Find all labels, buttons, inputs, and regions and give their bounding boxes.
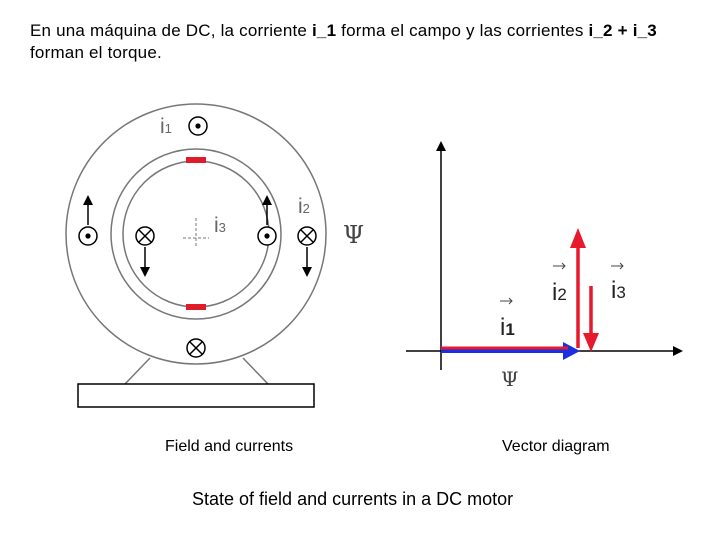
dot-conductor-icon	[78, 226, 98, 246]
vector-arrows	[441, 228, 599, 360]
motor-base	[77, 383, 315, 408]
cross-conductor-icon	[135, 226, 155, 246]
field-pole-top	[186, 157, 206, 163]
vector-label-psi: Ψ	[501, 367, 519, 391]
vector-label-i1: i1	[500, 297, 515, 341]
motor-label-i1: i1	[160, 115, 172, 138]
title-i23: i_2 + i_3	[588, 21, 657, 40]
dot-conductor-icon	[257, 226, 277, 246]
vector-label-i3: i3	[611, 262, 626, 304]
svg-text:i1: i1	[500, 314, 515, 341]
motor-label-psi: Ψ	[343, 221, 364, 249]
stand-leg-left	[124, 357, 151, 385]
svg-text:i3: i3	[611, 277, 626, 304]
dot-conductor-icon	[188, 116, 208, 136]
caption-field-currents: Field and currents	[165, 438, 294, 455]
stand-leg-right	[242, 357, 269, 385]
footer-caption: State of field and currents in a DC moto…	[192, 489, 514, 509]
cross-conductor-icon	[186, 338, 206, 358]
rotor-axis-marker	[183, 218, 209, 248]
title-i1: i_1	[312, 21, 337, 40]
caption-vector-diagram: Vector diagram	[502, 438, 610, 455]
motor-label-i2: i2	[298, 195, 310, 218]
title-text-1: En una máquina de DC, la corriente	[30, 21, 312, 40]
vector-i3-head	[583, 333, 599, 352]
cross-conductor-icon	[297, 226, 317, 246]
motor-drawing	[65, 103, 327, 408]
page-title: En una máquina de DC, la corriente i_1 f…	[30, 20, 690, 64]
svg-text:i2: i2	[552, 279, 567, 306]
title-text-3: forman el torque.	[30, 43, 162, 62]
vector-label-i2: i2	[552, 262, 567, 306]
vector-i2-head	[570, 228, 586, 248]
title-text-2: forma el campo y las corrientes	[336, 21, 589, 40]
motor-label-i3: i3	[214, 214, 226, 237]
field-pole-bottom	[186, 304, 206, 310]
